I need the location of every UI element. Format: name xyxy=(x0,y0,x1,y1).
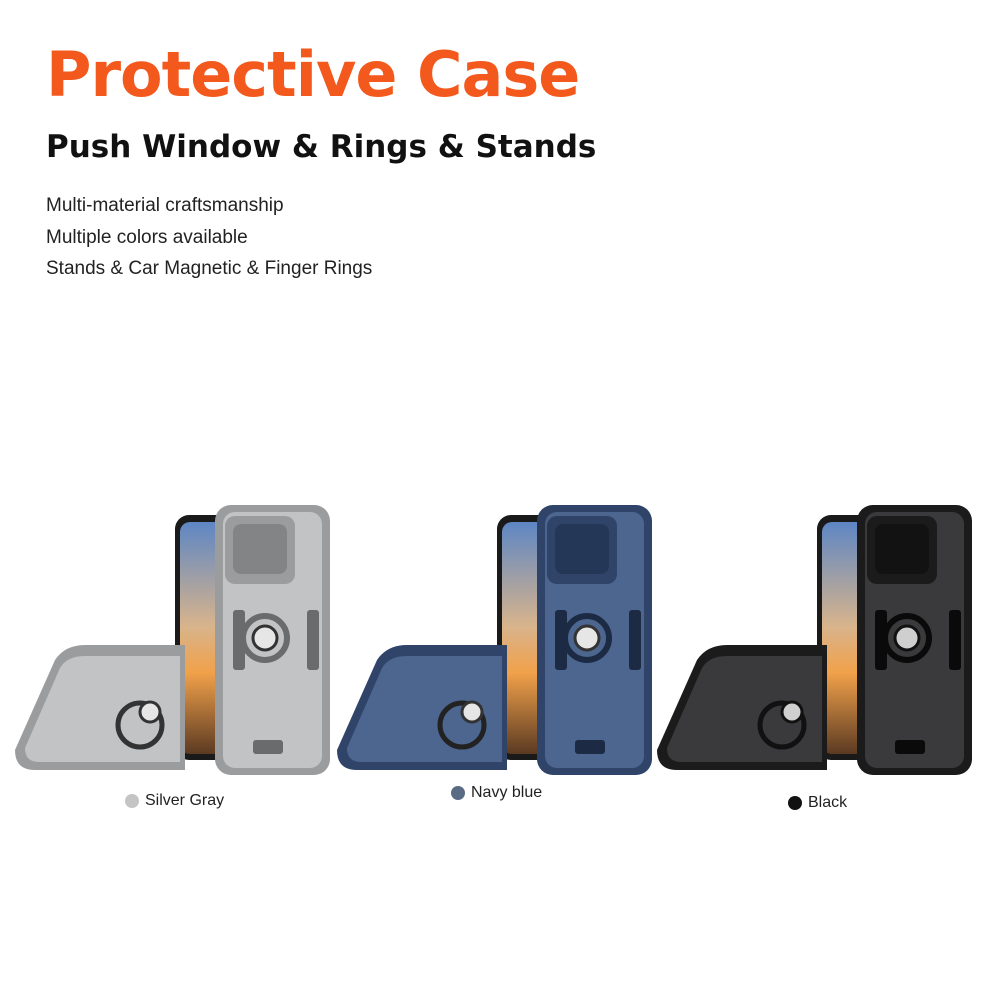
color-option-black: Black xyxy=(788,794,847,812)
color-option-silver-gray: Silver Gray xyxy=(125,792,224,810)
page-subtitle: Push Window & Rings & Stands xyxy=(46,129,597,165)
product-image-black xyxy=(657,505,972,775)
color-label: Silver Gray xyxy=(145,792,225,809)
color-label: Black xyxy=(808,794,848,811)
feature-item: Multiple colors available xyxy=(46,226,248,248)
color-swatch-black xyxy=(788,796,802,810)
page-title: Protective Case xyxy=(46,38,580,111)
feature-item: Multi-material craftsmanship xyxy=(46,195,284,216)
color-option-navy-blue: Navy blue xyxy=(451,784,542,802)
color-swatch-navy-blue xyxy=(451,786,465,800)
color-swatch-silver-gray xyxy=(125,794,139,808)
product-image-silver-gray xyxy=(15,505,330,775)
color-label: Navy blue xyxy=(471,784,543,801)
feature-list: Multi-material craftsmanship Multiple co… xyxy=(46,190,372,285)
product-image-navy-blue xyxy=(337,505,652,775)
feature-item: Stands & Car Magnetic & Finger Rings xyxy=(46,258,373,279)
